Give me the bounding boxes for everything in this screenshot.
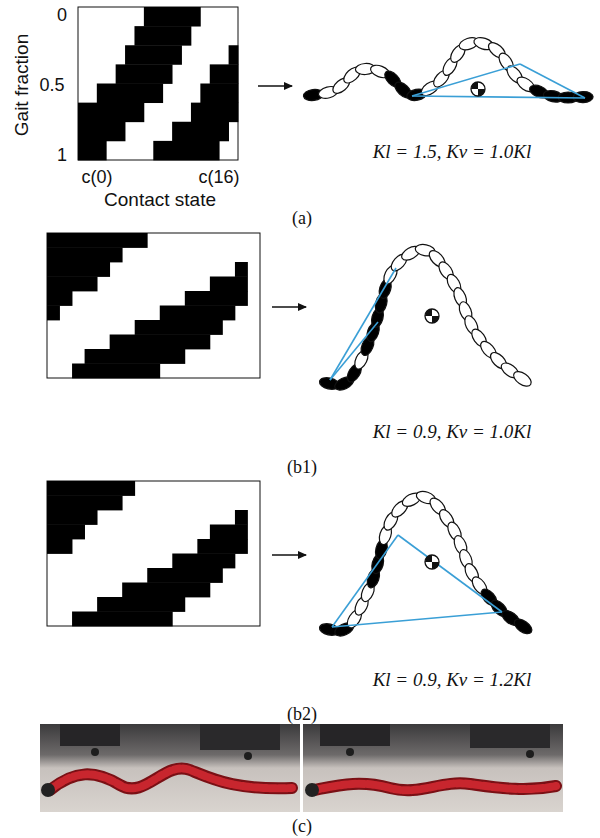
contact-cell [160,306,236,321]
contact-cell [47,291,72,306]
center-of-mass [425,555,439,569]
contact-cell [72,364,160,379]
contact-cell [135,320,223,335]
contact-cell [144,7,201,27]
support-line [412,96,585,98]
contact-cell [200,84,238,104]
contact-cell [47,510,98,525]
contact-cell [229,45,239,65]
contact-cell [47,262,110,277]
gain-label: Kl = 0.9, Kv = 1.2Kl [373,670,532,691]
grid-frame [78,7,238,160]
axis-tick: c(16) [198,168,239,188]
contact-cell [78,122,125,142]
support-line [332,535,398,627]
support-line [332,612,502,627]
support-line [520,64,585,98]
support-line [330,268,396,380]
contact-cell [47,233,148,248]
panel-label: (b2) [287,705,317,725]
arrow [272,554,306,556]
contact-cell [97,84,163,104]
contact-cell [210,64,239,84]
contact-cell [235,510,248,525]
arrow [272,306,306,308]
contact-grids [47,7,260,626]
panel-label: (b1) [287,458,317,478]
panel-label: (c) [292,817,312,837]
support-line [398,535,502,612]
contact-cell [78,103,144,123]
contact-cell [47,525,85,540]
center-of-mass [425,309,439,323]
contact-cell [78,141,107,161]
center-of-mass [478,89,485,96]
axis-tick: 0.5 [39,76,64,96]
contact-cell [122,583,210,598]
axis-title: Contact state [104,190,216,211]
axis-title: Gait fraction [12,34,33,136]
axis-tick: 1 [57,146,67,166]
center-of-mass [471,82,478,89]
photo-right [303,724,563,812]
contact-cell [191,103,238,123]
center-of-mass [425,309,432,316]
contact-cell [47,306,60,321]
contact-cell [97,597,185,612]
axis-tick: c(0) [82,168,113,188]
contact-cell [197,539,248,554]
grid-frame [47,481,260,626]
contact-cell [185,291,248,306]
support-line [412,64,520,96]
contact-cell [172,554,235,569]
contact-cell [116,64,173,84]
contact-cell [134,26,191,46]
snake-module [512,616,535,636]
contact-cell [85,349,186,364]
contact-cell [153,141,219,161]
contact-cell [235,262,248,277]
contact-cell [47,539,72,554]
center-of-mass [432,562,439,569]
contact-cell [210,525,248,540]
photo-left [40,724,300,812]
contact-cell [210,277,248,292]
contact-cell [172,122,229,142]
center-of-mass [425,555,432,562]
panel-label: (a) [292,209,312,229]
gain-label: Kl = 0.9, Kv = 1.0Kl [373,422,532,443]
arrow [258,85,292,87]
contact-cell [125,45,182,65]
contact-cell [47,248,123,263]
center-of-mass [432,316,439,323]
contact-cell [47,496,123,511]
contact-cell [72,612,173,627]
grid-frame [47,233,260,378]
snake-drawings [303,35,593,638]
contact-cell [110,335,211,350]
axis-tick: 0 [57,6,67,26]
contact-cell [47,481,135,496]
snake-module [511,369,534,389]
gain-label: Kl = 1.5, Kv = 1.0Kl [373,142,532,163]
support-line [330,322,378,380]
center-of-mass [471,82,485,96]
contact-cell [47,277,98,292]
contact-cell [147,568,223,583]
